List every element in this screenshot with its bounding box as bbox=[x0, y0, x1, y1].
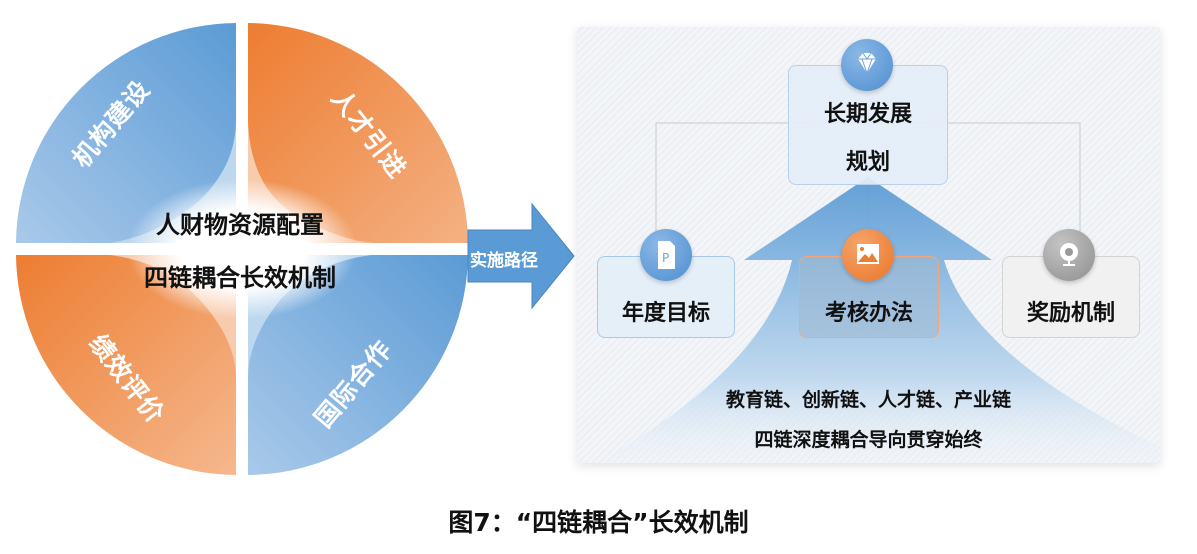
diamond-icon bbox=[841, 39, 893, 91]
center-text-line2: 四链耦合长效机制 bbox=[144, 264, 336, 292]
image-icon bbox=[842, 229, 894, 281]
implementation-arrow bbox=[467, 202, 575, 310]
document-p-icon: P bbox=[640, 229, 692, 281]
node-annual-goals-label: 年度目标 bbox=[621, 301, 710, 326]
arrow-label: 实施路径 bbox=[470, 251, 538, 271]
segment-bottom-left bbox=[16, 255, 236, 475]
figure-caption: 图7：“四链耦合”长效机制 bbox=[448, 508, 749, 537]
segment-top-left bbox=[16, 23, 236, 243]
center-text-line1: 人财物资源配置 bbox=[156, 211, 324, 239]
bottom-text-line1: 教育链、创新链、人才链、产业链 bbox=[725, 389, 1011, 411]
segment-top-right bbox=[248, 23, 468, 243]
segment-bottom-right bbox=[248, 255, 468, 475]
webcam-icon bbox=[1043, 229, 1095, 281]
node-assessment-method-label: 考核办法 bbox=[824, 301, 913, 326]
svg-text:P: P bbox=[662, 251, 669, 265]
node-long-term-plan-line1: 长期发展 bbox=[823, 102, 912, 127]
bottom-text-line2: 四链深度耦合导向贯穿始终 bbox=[754, 429, 983, 451]
wheel-diagram bbox=[16, 23, 468, 475]
node-annual-goals: 年度目标 bbox=[597, 256, 735, 338]
center-glow bbox=[127, 179, 357, 319]
node-long-term-plan-line2: 规划 bbox=[845, 150, 890, 175]
right-panel: 长期发展 规划 年度目标 P 考核办法 奖励机制 教育链、创新链、人才链、产业链… bbox=[577, 27, 1160, 463]
node-reward-mechanism-label: 奖励机制 bbox=[1026, 301, 1115, 326]
